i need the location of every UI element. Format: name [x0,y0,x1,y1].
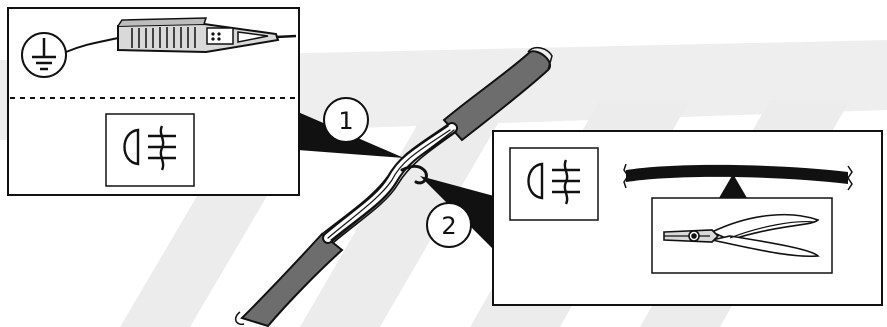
callout-1: 1 [323,97,369,143]
exposed-wires [321,122,458,244]
cable-harness [234,46,553,327]
side-cutter-pliers-icon [663,213,820,258]
voltage-tester-icon [117,17,297,54]
rear-fog-lamp-icon-box-right [509,147,599,221]
upper-cable-sheath [442,50,551,142]
rear-fog-lamp-icon-box-left [105,113,195,187]
callout-2: 2 [426,202,472,248]
lower-cable-sheath [240,232,344,327]
rear-fog-lamp-icon [123,125,176,171]
pliers-box [651,197,833,274]
right-panel [492,130,883,306]
ground-symbol-icon [21,32,67,78]
rear-fog-lamp-icon [527,159,580,205]
callout-2-label: 2 [441,212,456,240]
tester-lead-wire [65,37,119,53]
cut-pointer-arrow [719,174,747,198]
callout-1-label: 1 [338,107,353,135]
black-wire [623,163,853,191]
left-panel [7,7,300,196]
